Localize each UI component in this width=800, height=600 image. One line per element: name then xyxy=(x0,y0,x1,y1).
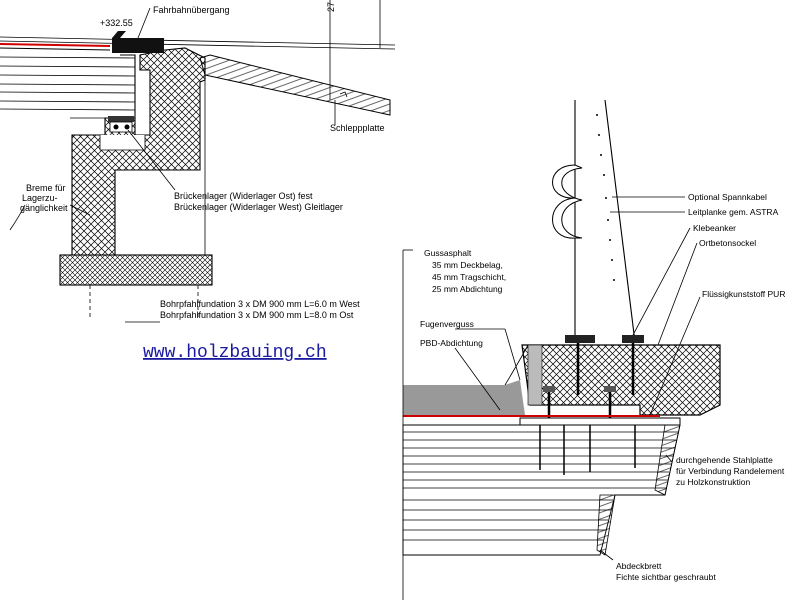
asphalt-label-3: 45 mm Tragschicht, xyxy=(432,272,506,282)
foundation-east-label: Bohrpfahlfundation 3 x DM 900 mm L=8.0 m… xyxy=(160,310,354,320)
asphalt-label-2: 35 mm Deckbelag, xyxy=(432,260,503,270)
expansion-joint-label: Fahrbahnübergang xyxy=(153,5,230,15)
steel-plate-label-2: für Verbindung Randelement xyxy=(676,466,785,476)
right-detail: Gussasphalt 35 mm Deckbelag, 45 mm Trags… xyxy=(402,99,785,600)
brake-label-1: Breme für xyxy=(26,183,66,193)
guardrail-label: Leitplanke gem. ASTRA xyxy=(688,207,779,217)
steel-plate-label-1: durchgehende Stahlplatte xyxy=(676,455,773,465)
bearing-west-label: Brückenlager (Widerlager West) Gleitlage… xyxy=(174,202,343,212)
asphalt-label-1: Gussasphalt xyxy=(424,248,472,258)
website-link[interactable]: www.holzbauing.ch xyxy=(143,343,327,363)
foundation-west-label: Bohrpfahlfundation 3 x DM 900 mm L=6.0 m… xyxy=(160,299,360,309)
approach-slab xyxy=(199,54,391,116)
base-label: Ortbetonsockel xyxy=(699,238,756,248)
elevation-label: +332.55 xyxy=(100,18,133,28)
anchor-bolts xyxy=(543,335,644,418)
cover-board-label-1: Abdeckbrett xyxy=(616,561,662,571)
approach-slab-label: Schleppplatte xyxy=(330,123,385,133)
bridge-bearing xyxy=(108,116,134,133)
brake-label-3: gänglichkeit xyxy=(20,203,68,213)
concrete-base xyxy=(521,344,721,416)
cover-board-label-2: Fichte sichtbar geschraubt xyxy=(616,572,716,582)
pbd-seal-label: PBD-Abdichtung xyxy=(420,338,483,348)
deck-layers xyxy=(0,36,396,119)
timber-deck xyxy=(402,424,681,556)
asphalt-layer xyxy=(403,380,525,415)
steel-plate xyxy=(519,417,681,426)
cable-label: Optional Spannkabel xyxy=(688,192,767,202)
expansion-joint-block xyxy=(112,38,164,53)
left-detail: +332.55 Fahrbahnübergang 27 Schleppplatt… xyxy=(0,0,396,323)
anchor-label: Klebeanker xyxy=(693,223,736,233)
timber-screws xyxy=(539,425,636,475)
guardrail xyxy=(552,99,636,343)
abutment-body xyxy=(71,47,206,256)
brake-label-2: Lagerzu- xyxy=(22,193,58,203)
steel-plate-label-3: zu Holzkonstruktion xyxy=(676,477,750,487)
asphalt-label-4: 25 mm Abdichtung xyxy=(432,284,503,294)
joint-grout-label: Fugenverguss xyxy=(420,319,474,329)
coating-label: Flüssigkunststoff PUR xyxy=(702,289,785,299)
bearing-east-label: Brückenlager (Widerlager Ost) fest xyxy=(174,191,313,201)
dimension-label: 27 xyxy=(326,2,336,12)
foundation-footing xyxy=(59,254,213,286)
